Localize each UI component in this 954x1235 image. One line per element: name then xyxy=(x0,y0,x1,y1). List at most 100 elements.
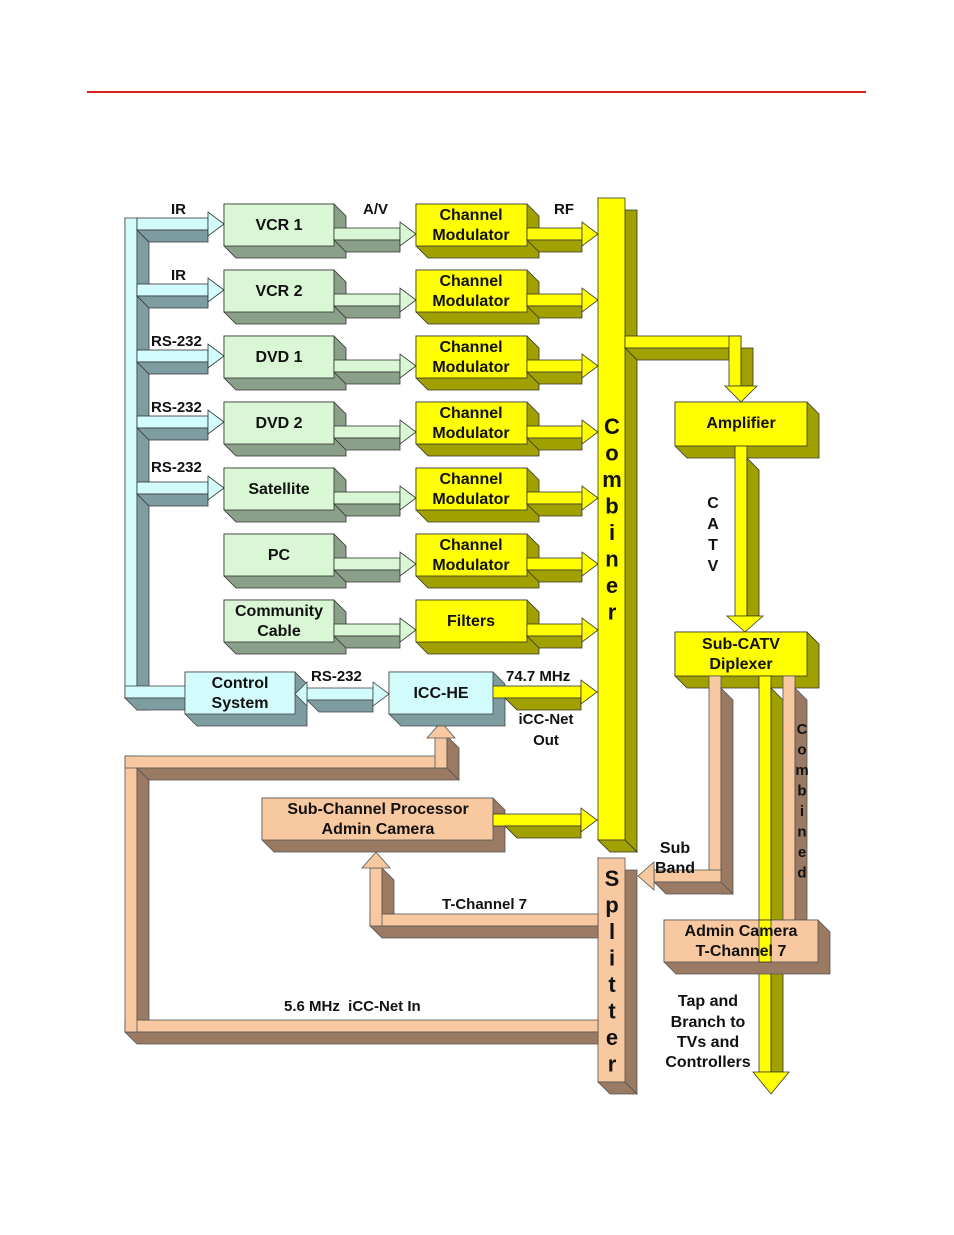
combiner-letter-3: b xyxy=(605,494,618,519)
rf-arrow-5 xyxy=(526,551,599,583)
amplifier-label: Amplifier xyxy=(706,415,775,432)
combined-letter-0: C xyxy=(797,721,808,738)
modulator-line2-5: Modulator xyxy=(432,557,509,574)
control-arrow-1 xyxy=(136,277,225,309)
splitter-letter-2: l xyxy=(609,919,615,944)
modulator-line1-4: Channel xyxy=(439,471,502,488)
iccnet-in-label: 5.6 MHz iCC-Net In xyxy=(284,998,421,1015)
combiner-letter-5: n xyxy=(605,547,618,572)
control-system-box xyxy=(184,671,308,727)
source-box-3 xyxy=(223,401,347,457)
icc-net-out-line2: Out xyxy=(533,732,559,749)
av-arrow-6 xyxy=(333,617,417,649)
icc-he-to-combiner-arrow xyxy=(492,679,598,711)
icc-he-box xyxy=(388,671,506,727)
modulator-box-3 xyxy=(415,401,540,457)
source-box-2 xyxy=(223,335,347,391)
source-label-2: DVD 1 xyxy=(255,349,302,366)
control-system-line2: System xyxy=(212,695,269,712)
modulator-line1-0: Channel xyxy=(439,207,502,224)
freq-out-label: 74.7 MHz xyxy=(506,668,570,685)
splitter-letter-7: r xyxy=(608,1052,617,1077)
catv-letter-3: V xyxy=(708,558,719,575)
filters-label: Filters xyxy=(447,613,495,630)
modulator-box-4 xyxy=(415,467,540,523)
iccnet-in-arrow xyxy=(124,721,599,1045)
control-label-dvd1: RS-232 xyxy=(151,333,202,350)
t-channel-arrow xyxy=(361,851,599,939)
combiner-letter-1: o xyxy=(605,441,618,466)
control-arrow-3 xyxy=(136,409,225,441)
sub-catv-label-line2: Diplexer xyxy=(709,656,772,673)
control-system-line1: Control xyxy=(212,675,269,692)
admin-camera-box xyxy=(663,919,831,975)
control-label-satellite: RS-232 xyxy=(151,459,202,476)
modulator-line1-1: Channel xyxy=(439,273,502,290)
control-arrows xyxy=(136,211,225,507)
source-label-3: DVD 2 xyxy=(255,415,302,432)
catv-arrow xyxy=(725,445,765,633)
source-box-0 xyxy=(223,203,347,259)
combined-letter-2: m xyxy=(795,762,808,779)
control-arrow-2 xyxy=(136,343,225,375)
catv-letter-2: T xyxy=(708,537,718,554)
rf-label: RF xyxy=(554,201,574,218)
catv-letter-1: A xyxy=(707,516,719,533)
catv-label: CATV xyxy=(707,495,719,575)
source-label-4: Satellite xyxy=(248,481,309,498)
control-bus xyxy=(124,217,188,711)
admin-camera-label-line2: T-Channel 7 xyxy=(696,943,787,960)
sub-catv-diplexer-box xyxy=(674,631,820,689)
rf-arrow-4 xyxy=(526,485,599,517)
rf-arrows xyxy=(526,221,599,649)
av-arrow-1 xyxy=(333,287,417,319)
rf-arrow-2 xyxy=(526,353,599,385)
splitter-letter-1: p xyxy=(605,893,618,918)
sub-channel-processor-line2: Admin Camera xyxy=(322,821,435,838)
sub-channel-processor-line1: Sub-Channel Processor xyxy=(287,801,468,818)
av-arrow-0 xyxy=(333,221,417,253)
tap-branch-line3: TVs and xyxy=(677,1034,739,1051)
av-label: A/V xyxy=(363,201,388,218)
control-label-vcr2: IR xyxy=(171,267,186,284)
splitter-letter-0: S xyxy=(605,866,620,891)
icc-net-out-line1: iCC-Net xyxy=(519,711,574,728)
admin-camera-label-line1: Admin Camera xyxy=(685,923,798,940)
splitter-letter-6: e xyxy=(606,1025,618,1050)
av-arrow-4 xyxy=(333,485,417,517)
combined-letter-4: i xyxy=(800,803,804,820)
rf-arrow-3 xyxy=(526,419,599,451)
modulator-boxes: ChannelModulatorChannelModulatorChannelM… xyxy=(415,203,540,655)
modulator-line2-2: Modulator xyxy=(432,359,509,376)
rf-arrow-1 xyxy=(526,287,599,319)
splitter-letter-5: t xyxy=(608,999,616,1024)
combiner-to-amplifier-arrow xyxy=(624,335,758,403)
tap-branch-line2: Branch to xyxy=(671,1014,746,1031)
source-box-1 xyxy=(223,269,347,325)
community-cable-box xyxy=(223,599,347,655)
av-arrow-2 xyxy=(333,353,417,385)
rs232-link-arrow xyxy=(294,681,390,713)
modulator-box-2 xyxy=(415,335,540,391)
amplifier-box xyxy=(674,401,820,459)
modulator-line2-0: Modulator xyxy=(432,227,509,244)
rs232-link-label: RS-232 xyxy=(311,668,362,685)
community-cable-line2: Cable xyxy=(257,623,301,640)
processor-to-combiner-arrow xyxy=(492,807,598,839)
splitter-block xyxy=(597,856,638,1095)
combined-letter-1: o xyxy=(797,742,806,759)
rf-arrow-0 xyxy=(526,221,599,253)
modulator-box-5 xyxy=(415,533,540,589)
source-label-1: VCR 2 xyxy=(255,283,302,300)
splitter-letter-4: t xyxy=(608,972,616,997)
source-label-5: PC xyxy=(268,547,291,564)
modulator-box-1 xyxy=(415,269,540,325)
rf-arrow-6 xyxy=(526,617,599,649)
modulator-line2-3: Modulator xyxy=(432,425,509,442)
source-label-0: VCR 1 xyxy=(255,217,302,234)
sub-catv-label-line1: Sub-CATV xyxy=(702,636,780,653)
combiner-letter-0: C xyxy=(604,414,620,439)
